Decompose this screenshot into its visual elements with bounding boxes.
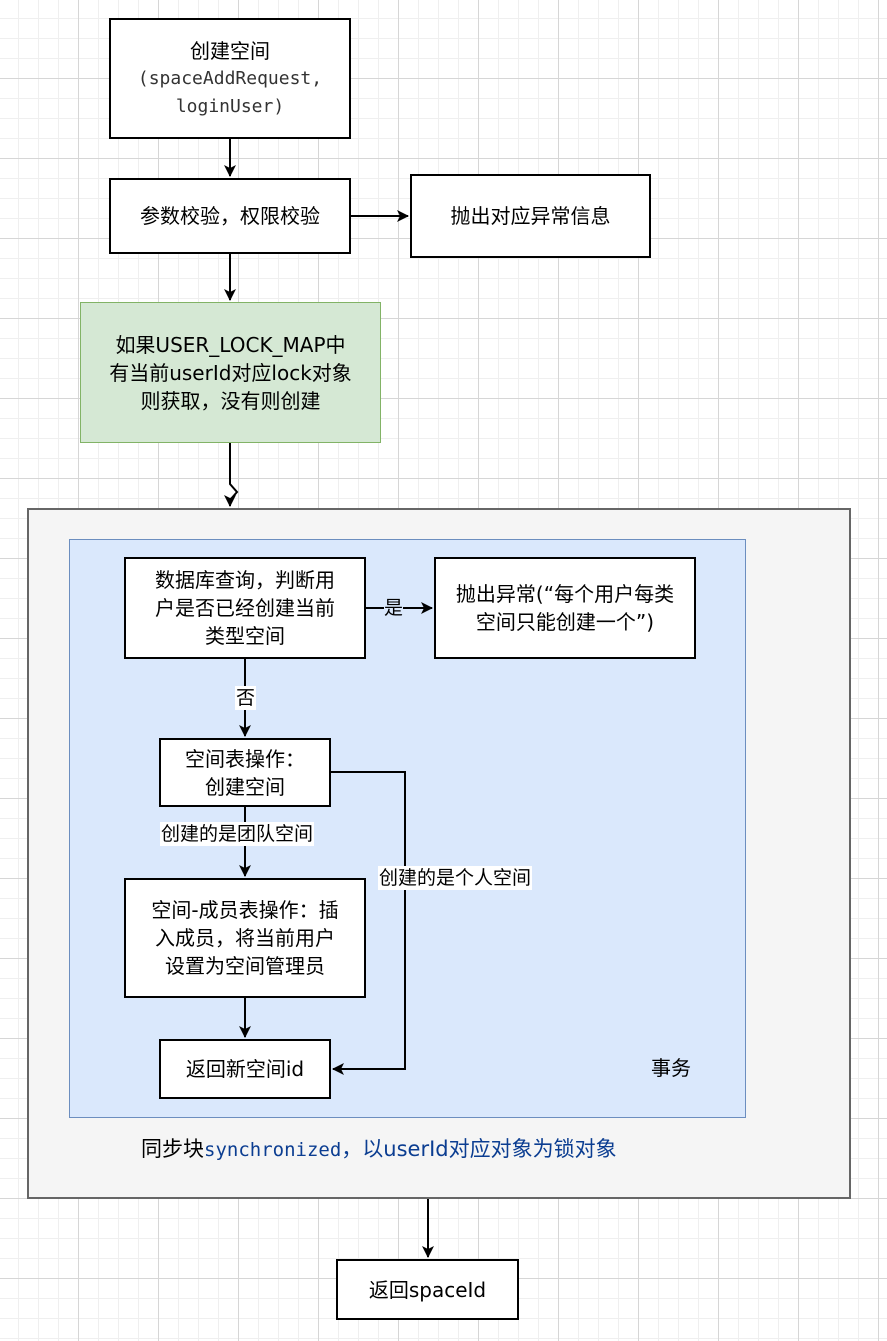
node-create-space: 创建空间 (spaceAddRequest, loginUser) bbox=[109, 18, 351, 139]
edge-label-team-space: 创建的是团队空间 bbox=[160, 822, 315, 846]
validate-label: 参数校验，权限校验 bbox=[140, 204, 320, 228]
sync-prefix: 同步块 bbox=[141, 1137, 204, 1161]
node-return-new-id: 返回新空间id bbox=[159, 1039, 331, 1099]
space-table-line-1: 空间表操作： bbox=[185, 746, 305, 771]
node-throw-exists: 抛出异常(“每个用户每类 空间只能创建一个”) bbox=[434, 557, 696, 659]
node-db-query: 数据库查询，判断用 户是否已经创建当前 类型空间 bbox=[124, 557, 366, 659]
create-space-param-1: (spaceAddRequest, bbox=[137, 67, 323, 89]
db-query-line-3: 类型空间 bbox=[205, 624, 285, 648]
space-table-line-2: 创建空间 bbox=[205, 774, 285, 799]
edge-space-to-return bbox=[331, 771, 406, 1075]
transaction-label: 事务 bbox=[651, 1056, 691, 1080]
db-query-line-1: 数据库查询，判断用 bbox=[155, 568, 335, 592]
node-validate: 参数校验，权限校验 bbox=[109, 178, 351, 254]
edge-lock-to-sync bbox=[224, 443, 239, 507]
synchronized-label: 同步块synchronized，以userId对应对象为锁对象 bbox=[141, 1136, 617, 1163]
node-member-table: 空间-成员表操作：插 入成员，将当前用户 设置为空间管理员 bbox=[124, 878, 366, 998]
throw-error-label: 抛出对应异常信息 bbox=[450, 204, 611, 228]
lock-map-line-1: 如果USER_LOCK_MAP中 bbox=[115, 332, 346, 357]
node-return-space-id: 返回spaceId bbox=[336, 1259, 519, 1320]
lock-map-line-2: 有当前userId对应lock对象 bbox=[109, 360, 352, 385]
edge-label-personal-space: 创建的是个人空间 bbox=[378, 866, 533, 890]
db-query-line-2: 户是否已经创建当前 bbox=[155, 596, 335, 620]
edge-label-no: 否 bbox=[235, 686, 257, 710]
lock-map-line-3: 则获取，没有则创建 bbox=[140, 388, 321, 413]
return-space-id-label: 返回spaceId bbox=[368, 1277, 487, 1302]
node-space-table: 空间表操作： 创建空间 bbox=[159, 738, 331, 807]
throw-exists-line-2: 空间只能创建一个”) bbox=[475, 610, 655, 634]
member-table-line-1: 空间-成员表操作：插 bbox=[151, 898, 339, 922]
return-new-id-label: 返回新空间id bbox=[185, 1057, 305, 1081]
create-space-title: 创建空间 bbox=[190, 38, 270, 63]
member-table-line-3: 设置为空间管理员 bbox=[165, 954, 325, 978]
sync-suffix: ，以userId对应对象为锁对象 bbox=[341, 1137, 617, 1161]
node-throw-error: 抛出对应异常信息 bbox=[410, 174, 651, 258]
sync-keyword: synchronized bbox=[204, 1139, 342, 1161]
throw-exists-line-1: 抛出异常(“每个用户每类 bbox=[455, 582, 675, 606]
create-space-param-2: loginUser) bbox=[175, 95, 285, 117]
node-lock-map: 如果USER_LOCK_MAP中 有当前userId对应lock对象 则获取，没… bbox=[80, 302, 381, 443]
edge-label-yes: 是 bbox=[384, 596, 404, 620]
member-table-line-2: 入成员，将当前用户 bbox=[155, 926, 335, 950]
